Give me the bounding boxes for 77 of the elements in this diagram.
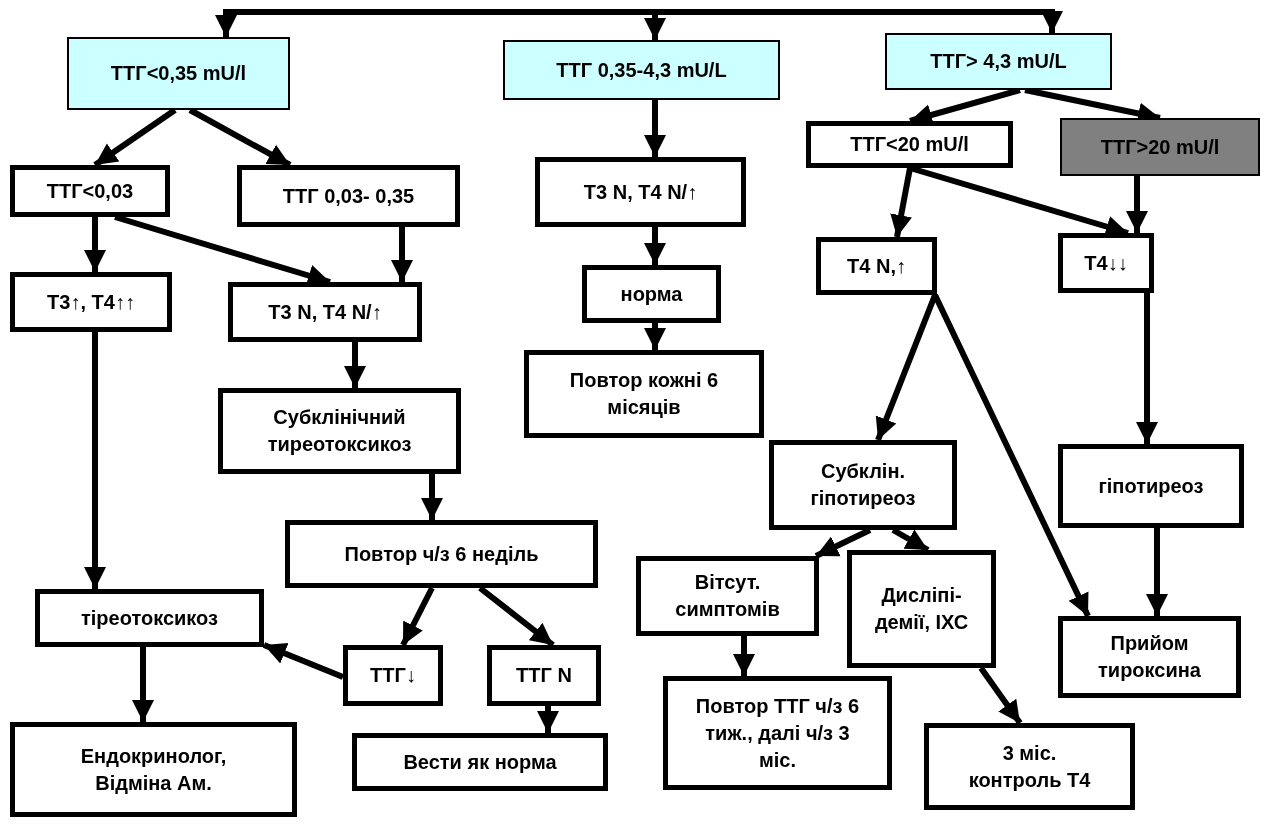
process-box [663,676,892,790]
arrow [537,706,559,733]
box-label: Т4 N,↑ [847,253,906,279]
arrow [890,167,913,238]
box-label: Дисліпі-демії, ІХС [873,583,970,635]
process-box [487,645,601,706]
box-label: Субклін. гіпотиреоз [809,459,917,511]
process-box [228,282,422,342]
arrow [344,342,366,388]
box-label: Т4↓↓ [1084,250,1128,276]
process-box [524,350,764,438]
box-label: ТТГ 0,35-4,3 mU/L [556,57,727,83]
process-box [218,388,461,474]
process-box [806,121,1013,168]
arrow [932,293,1091,618]
box-label: ТТГ<0,35 mU/l [110,61,247,86]
box-label: гіпотиреоз [1098,473,1204,499]
arrow [644,100,666,157]
arrow [84,217,106,272]
arrow [421,474,443,520]
arrow [391,227,413,282]
box-label: ТТГ<0,03 [46,178,134,204]
box-label: Повтор кожні 6 місяців [568,368,720,420]
box-label: ТТГ↓ [370,663,416,688]
arrow [644,227,666,265]
process-box [769,440,957,530]
box-label: Т3↑, Т4↑↑ [47,289,135,315]
shaded-box [1060,118,1260,176]
box-label: ТТГ> 4,3 mU/L [930,49,1067,74]
range-box [67,37,290,110]
arrow [132,647,154,722]
process-box [816,237,937,295]
arrow [400,586,435,647]
arrow [1126,176,1148,233]
box-label: тіреотоксикоз [81,605,218,631]
process-box [636,556,819,636]
arrow [978,666,1023,725]
process-box [343,645,443,706]
process-box [535,157,746,227]
range-box [503,40,780,100]
box-label: ТТГ>20 mU/l [1100,134,1220,160]
box-label: 3 міс. контроль Т4 [967,740,1092,793]
process-box [1058,444,1244,528]
arrow [733,636,755,676]
process-box [35,589,264,647]
arrow [644,323,666,350]
box-label: Ендокринолог, Відміна Ам. [79,743,228,796]
box-label: Повтор ч/з 6 неділь [344,541,539,567]
box-label: ТТГ<20 mU/l [850,132,969,157]
arrow [1146,528,1168,616]
arrow [1136,293,1158,444]
process-box [237,165,460,227]
box-label: ТТГ N [516,663,572,688]
process-box [924,723,1135,810]
process-box [582,265,721,323]
box-label: ТТГ 0,03- 0,35 [282,183,415,209]
process-box [10,272,172,332]
process-box [352,733,608,791]
box-label: Прийом тироксина [1097,631,1202,683]
arrow [84,332,106,589]
box-label: Субклінічний тиреотоксикоз [266,405,413,457]
process-box [285,520,598,588]
box-label: Вітсут. симптомів [674,570,781,622]
process-box [1058,233,1154,293]
range-box [885,33,1112,90]
arrow [875,293,938,442]
box-label: Т3 N, Т4 N/↑ [268,299,382,325]
arrow [262,642,345,680]
process-box [1058,616,1241,698]
process-box [10,722,297,817]
box-label: Т3 N, Т4 N/↑ [583,179,698,205]
process-box [847,550,996,668]
process-box [10,165,170,217]
box-label: Повтор ТТГ ч/з 6 тиж., далі ч/з 3 міс. [694,693,861,773]
box-label: Вести як норма [403,749,557,775]
arrow [215,9,640,37]
box-label: норма [620,281,683,307]
